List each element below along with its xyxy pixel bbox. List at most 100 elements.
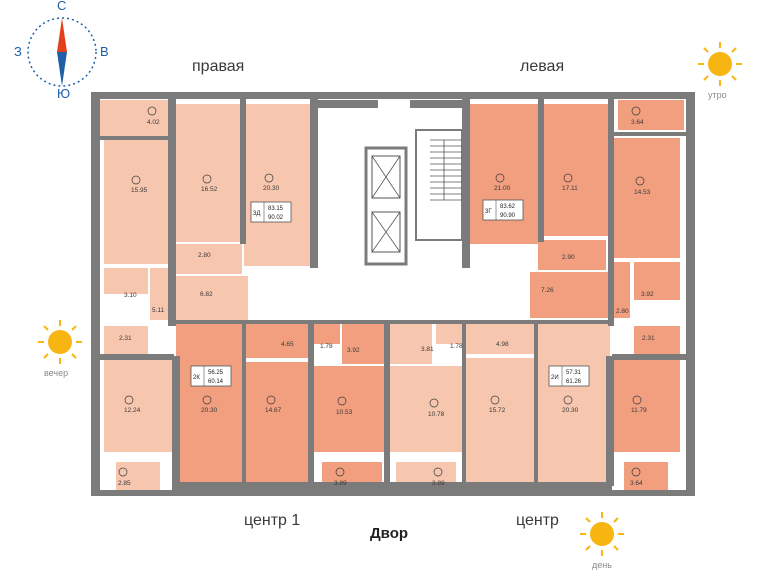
room-kitchen [104,140,170,264]
yard-label: Двор [370,525,409,542]
room-wc [436,324,466,344]
room-bedroom [612,360,680,452]
room-area: 3.10 [124,292,137,299]
sun-day: день [578,510,626,572]
room-area: 21.00 [494,185,511,192]
flat-3d [94,100,310,354]
apartment-code: 2И [551,375,559,381]
apartment-area-total: 60.14 [208,379,224,385]
room-bedroom [466,358,534,482]
room-balcony [94,100,168,136]
room-area: 3.89 [432,480,445,487]
compass-needle-south [57,52,67,86]
room-kitchen [314,366,386,452]
room-area: 3.64 [630,480,643,487]
room-area: 1.78 [450,343,463,350]
apartment-area-total: 90.90 [500,213,516,219]
room-area: 3.89 [334,480,347,487]
apartment-code: 3Г [485,209,492,215]
compass-west-label: З [14,44,22,59]
compass-rose [27,17,97,87]
room-area: 2.31 [119,335,132,342]
room-symbols [118,106,645,477]
room-area: 3.92 [347,347,360,354]
room-area: 2.80 [198,252,211,259]
apartment-area-total: 61.26 [566,379,582,385]
sun-icon [698,42,742,86]
compass-needle-north [57,18,67,52]
room-area: 3.81 [421,346,434,353]
room-living [244,104,310,266]
apartment-box-3g: 3Г 83.62 90.90 [482,199,524,221]
compass-north-label: С [57,0,67,13]
elevator-1 [371,155,401,199]
apartment-area-living: 57.31 [566,370,582,376]
room-balcony [624,462,668,490]
apartment-code: 3Д [253,211,260,217]
apartment-area-living: 56.25 [208,370,224,376]
room-hall [172,244,242,274]
room-area: 4.65 [281,341,294,348]
room-area: 12.24 [124,407,141,414]
room-area: 2.80 [616,308,629,315]
room-area: 2.31 [642,335,655,342]
compass-east-label: В [100,44,109,59]
room-kitchen [612,138,680,258]
flat-2k [104,324,386,490]
room-wc [314,324,340,344]
compass-circle [27,17,97,87]
room-area: 17.11 [562,185,578,192]
room-area: 20.30 [263,185,280,192]
room-area: 1.78 [320,343,333,350]
room-area-labels: 4.02 15.95 16.52 20.30 2.80 6.82 3.10 5.… [118,119,655,487]
room-area: 4.98 [496,341,509,348]
elevator-2 [371,211,401,253]
sun-evening-label: вечер [44,368,69,378]
room-area: 4.02 [147,119,160,126]
room-area: 5.11 [152,307,165,314]
room-balcony [618,100,684,130]
room-bedroom [176,104,240,242]
room-area: 11.79 [631,407,647,414]
room-store [150,268,168,320]
sun-day-label: день [592,560,612,570]
room-area: 15.72 [489,407,506,414]
sun-morning: утро [696,40,744,102]
apartment-area-living: 83.15 [268,206,284,212]
room-area: 3.92 [641,291,654,298]
room-bath [390,324,432,364]
room-bath [342,324,384,364]
room-kitchen [390,366,462,452]
room-area: 16.52 [201,186,218,193]
side-label-bottom-left: центр 1 [244,512,301,529]
room-bedroom [246,362,308,482]
apartment-area-total: 90.02 [268,215,284,221]
sun-icon [580,512,624,556]
room-hall [246,324,310,358]
room-hall [538,240,606,270]
room-area: 2.85 [118,480,131,487]
room-living [538,324,610,482]
flat-2i [390,324,680,490]
sun-evening: вечер [36,318,84,380]
apartment-box-2i: 2И 57.31 61.26 [548,365,590,387]
apartment-box-2k: 2К 56.25 60.14 [190,365,232,387]
room-area: 10.78 [428,411,445,418]
room-living [470,104,540,244]
room-bath [104,268,148,294]
room-area: 2.90 [562,254,575,261]
apartment-area-living: 83.62 [500,204,516,210]
room-area: 14.67 [265,407,282,414]
compass: С Ю З В [14,0,114,101]
side-label-top-left: правая [192,58,245,75]
room-bedroom [544,104,608,236]
room-bath [634,262,680,300]
sun-morning-label: утро [708,90,727,100]
room-area: 3.64 [631,119,644,126]
room-area: 6.82 [200,291,213,298]
room-corridor [530,272,610,318]
sun-icon [38,320,82,364]
walls [92,93,694,496]
room-wc [634,326,680,354]
side-label-bottom-right: центр [516,512,559,529]
